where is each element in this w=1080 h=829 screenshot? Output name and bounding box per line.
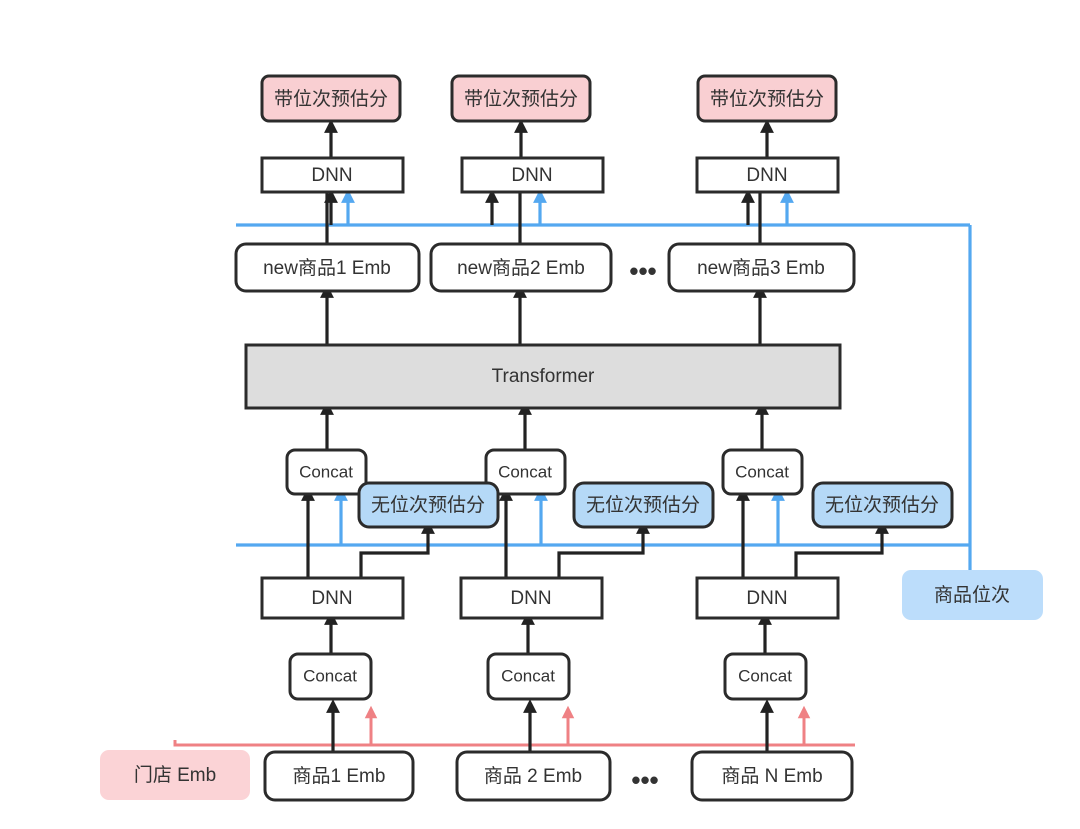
bottom-dnn-col-3[interactable]: DNN [695, 576, 840, 620]
bottom-concat-box-1[interactable] [288, 652, 373, 701]
no-position-score-box-1[interactable] [357, 481, 500, 529]
bottom-concat-label-1: Concat [303, 666, 357, 685]
upper-concat-label-3: Concat [735, 462, 789, 481]
item-emb-label-2: 商品 2 Emb [484, 765, 582, 787]
upper-concat-box-3[interactable] [721, 448, 804, 496]
upper-concat-col-1[interactable]: Concat [285, 448, 368, 496]
bottom-concat-col-3[interactable]: Concat [723, 652, 808, 701]
new-item-emb-label-2: new商品2 Emb [457, 257, 585, 279]
bottom-dnn-label-1: DNN [311, 588, 352, 609]
item-position-node[interactable]: 商品位次 [902, 570, 1043, 620]
upper-concat-box-2[interactable] [484, 448, 567, 496]
bottom-dnn-col-1[interactable]: DNN [260, 576, 405, 620]
no-position-score-label-1: 无位次预估分 [371, 494, 485, 516]
item-emb-col-2[interactable]: 商品 2 Emb [455, 750, 612, 802]
bottom-dnn-box-1[interactable] [260, 576, 405, 620]
output-score-col-2[interactable]: 带位次预估分 [450, 74, 592, 123]
no-position-score-box-2[interactable] [572, 481, 715, 529]
top-dnn-col-2[interactable]: DNN [460, 156, 605, 194]
upper-concat-box-1[interactable] [285, 448, 368, 496]
store-emb-bus [173, 705, 855, 747]
output-score-box-3[interactable] [696, 74, 838, 123]
output-score-box-2[interactable] [450, 74, 592, 123]
no-position-score-col-2[interactable]: 无位次预估分 [572, 481, 715, 529]
item-emb-label-3: 商品 N Emb [721, 765, 822, 787]
no-position-score-col-1[interactable]: 无位次预估分 [357, 481, 500, 529]
bottom-concat-label-2: Concat [501, 666, 555, 685]
bottom-dnn-label-2: DNN [510, 588, 551, 609]
top-dnn-box-2[interactable] [460, 156, 605, 194]
new-item-emb-col-1[interactable]: new商品1 Emb [234, 242, 421, 293]
bottom-dnn-box-2[interactable] [459, 576, 604, 620]
new-item-emb-row-ellipsis: ••• [629, 256, 656, 286]
store-emb-label: 门店 Emb [134, 764, 216, 786]
new-item-emb-label-3: new商品3 Emb [697, 257, 825, 279]
new-item-emb-col-2[interactable]: new商品2 Emb [429, 242, 613, 293]
no-position-score-col-3[interactable]: 无位次预估分 [811, 481, 954, 529]
transformer-box[interactable] [244, 343, 842, 410]
bottom-dnn-col-2[interactable]: DNN [459, 576, 604, 620]
item-emb-label-1: 商品1 Emb [293, 765, 386, 787]
top-dnn-col-3[interactable]: DNN [695, 156, 840, 194]
item-emb-col-3[interactable]: 商品 N Emb [690, 750, 854, 802]
item-position-box[interactable] [902, 570, 1043, 620]
item-emb-box-1[interactable] [263, 750, 415, 802]
upper-concat-col-3[interactable]: Concat [721, 448, 804, 496]
bottom-concat-col-2[interactable]: Concat [486, 652, 571, 701]
item-position-label: 商品位次 [934, 584, 1010, 606]
output-score-col-1[interactable]: 带位次预估分 [260, 74, 402, 123]
bottom-concat-col-1[interactable]: Concat [288, 652, 373, 701]
item-emb-box-3[interactable] [690, 750, 854, 802]
top-dnn-box-1[interactable] [260, 156, 405, 194]
item-position-bus [236, 189, 972, 570]
output-score-label-3: 带位次预估分 [710, 88, 824, 110]
store-emb-box[interactable] [100, 750, 250, 800]
item-emb-col-1[interactable]: 商品1 Emb [263, 750, 415, 802]
upper-concat-col-2[interactable]: Concat [484, 448, 567, 496]
item-emb-box-2[interactable] [455, 750, 612, 802]
bottom-dnn-box-3[interactable] [695, 576, 840, 620]
black-edges [301, 119, 889, 752]
upper-concat-label-1: Concat [299, 462, 353, 481]
no-position-score-label-3: 无位次预估分 [825, 494, 939, 516]
no-position-score-label-2: 无位次预估分 [586, 494, 700, 516]
top-dnn-label-2: DNN [511, 165, 552, 186]
transformer-node[interactable]: Transformer [244, 343, 842, 410]
bottom-dnn-label-3: DNN [746, 588, 787, 609]
bottom-concat-label-3: Concat [738, 666, 792, 685]
new-item-emb-col-3[interactable]: new商品3 Emb [667, 242, 856, 293]
top-dnn-box-3[interactable] [695, 156, 840, 194]
output-score-box-1[interactable] [260, 74, 402, 123]
bottom-concat-box-2[interactable] [486, 652, 571, 701]
new-item-emb-box-2[interactable] [429, 242, 613, 293]
top-dnn-label-3: DNN [746, 165, 787, 186]
top-dnn-label-1: DNN [311, 165, 352, 186]
new-item-emb-box-3[interactable] [667, 242, 856, 293]
no-position-score-box-3[interactable] [811, 481, 954, 529]
top-dnn-col-1[interactable]: DNN [260, 156, 405, 194]
store-emb-node[interactable]: 门店 Emb [100, 750, 250, 800]
output-score-col-3[interactable]: 带位次预估分 [696, 74, 838, 123]
transformer-label: Transformer [492, 366, 595, 387]
output-score-label-2: 带位次预估分 [464, 88, 578, 110]
upper-concat-label-2: Concat [498, 462, 552, 481]
new-item-emb-box-1[interactable] [234, 242, 421, 293]
bottom-concat-box-3[interactable] [723, 652, 808, 701]
item-emb-row-ellipsis: ••• [631, 765, 658, 795]
output-score-label-1: 带位次预估分 [274, 88, 388, 110]
new-item-emb-label-1: new商品1 Emb [263, 257, 391, 279]
